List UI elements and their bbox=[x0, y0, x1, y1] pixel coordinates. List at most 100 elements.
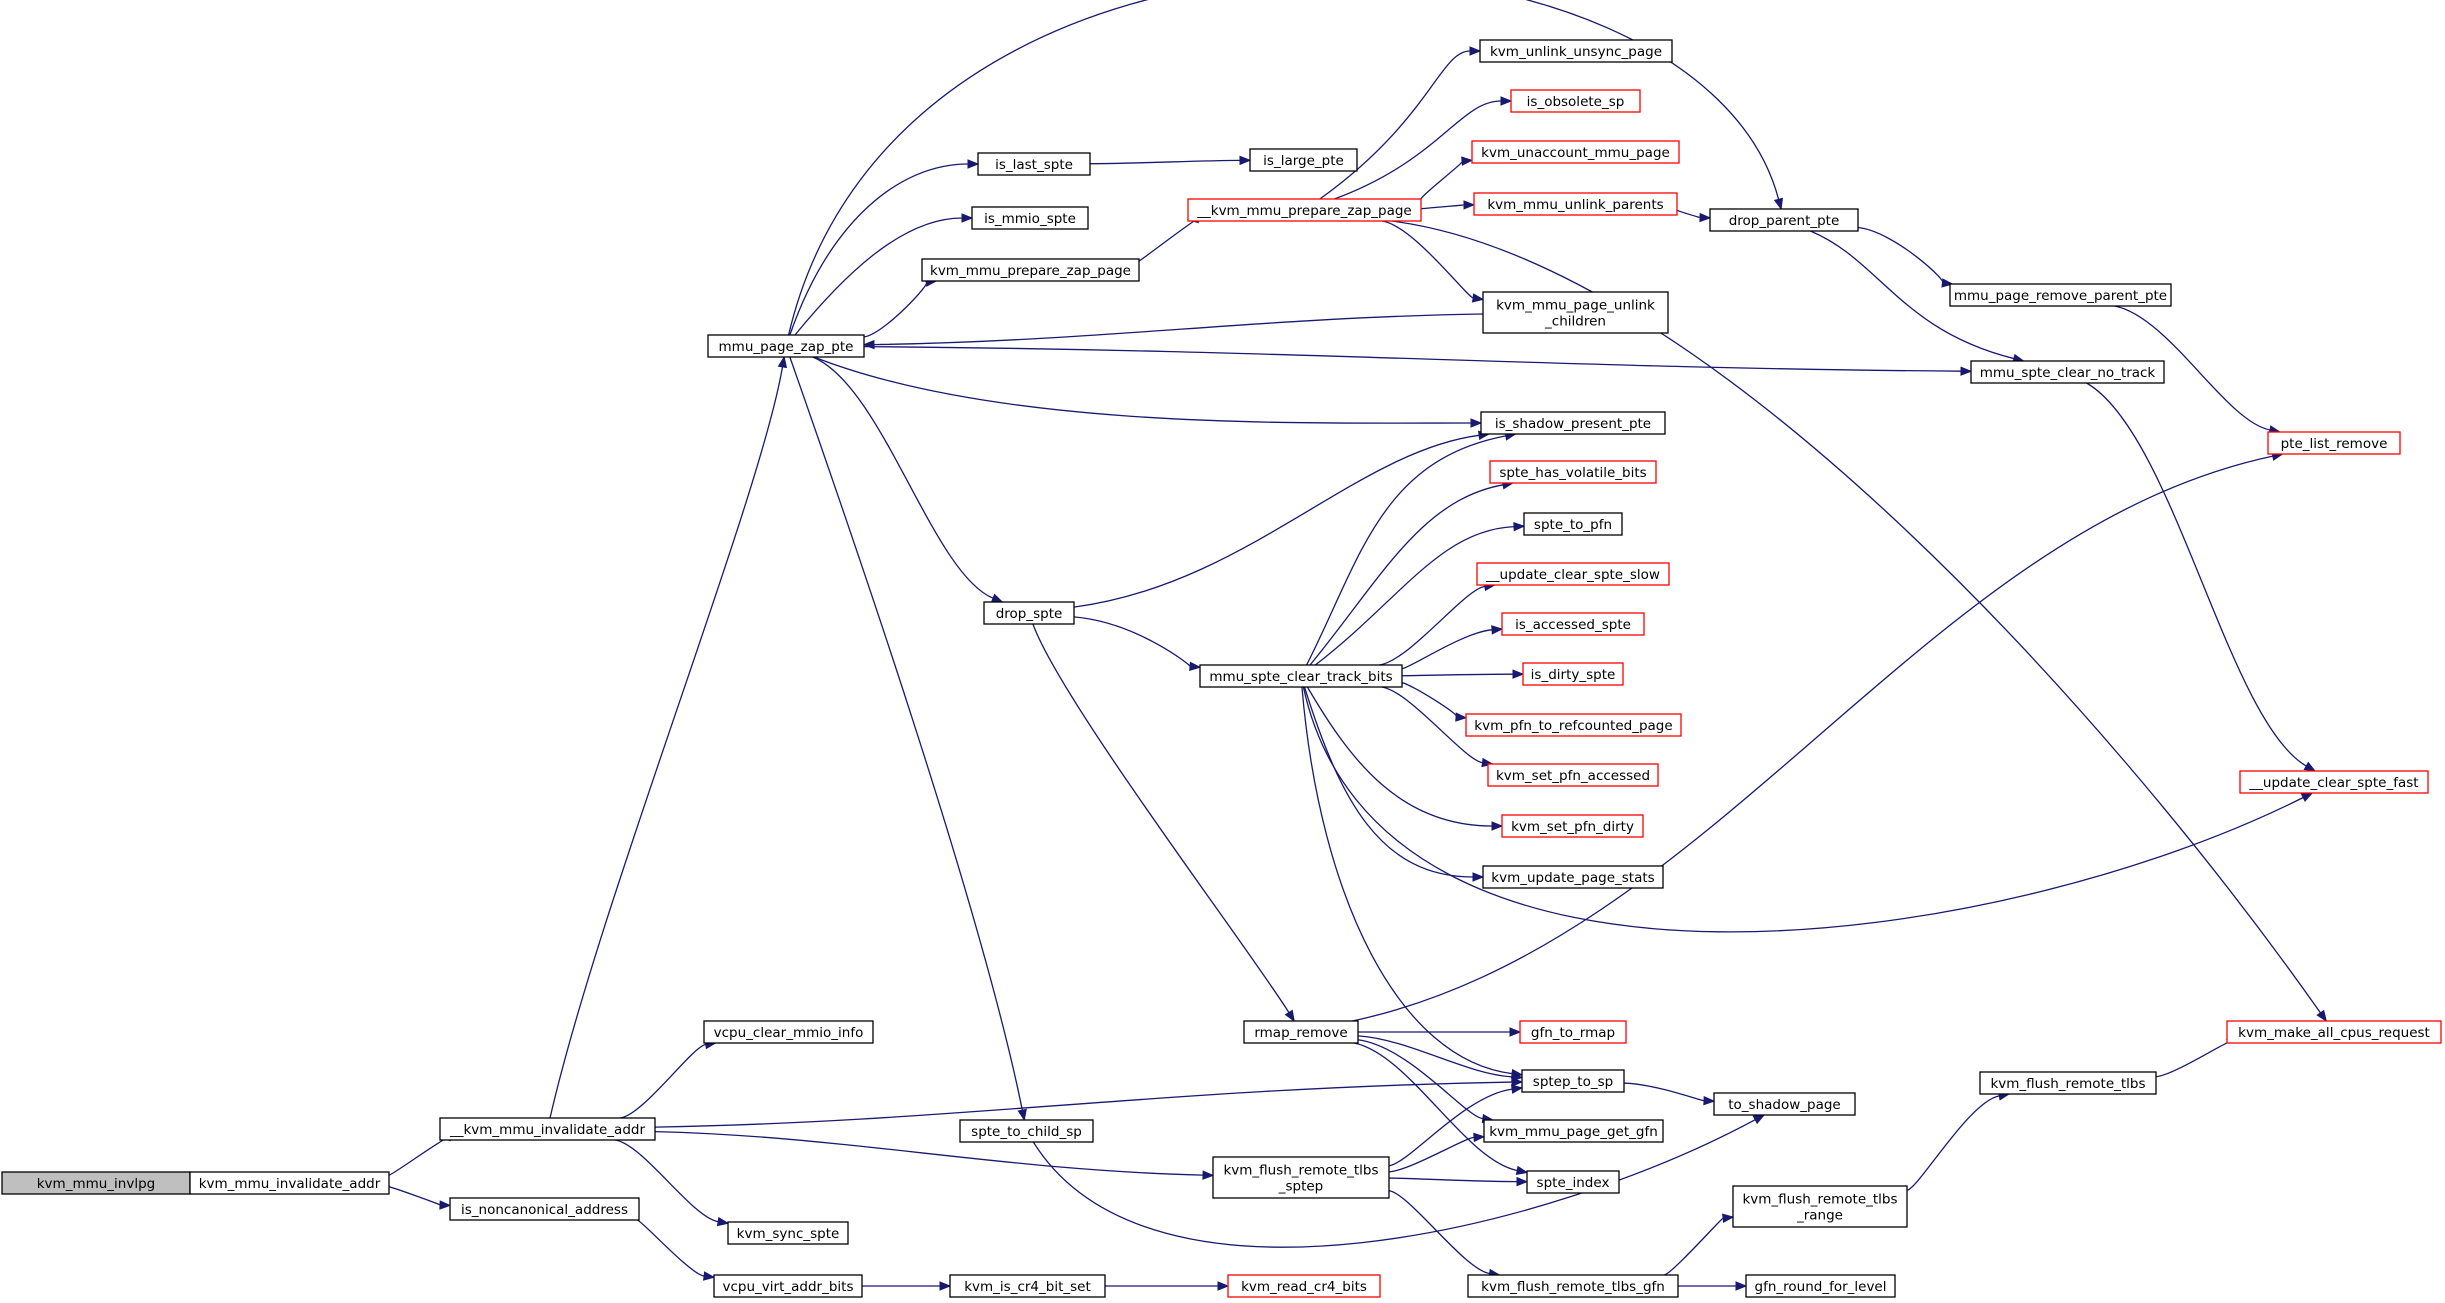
edge-line bbox=[1319, 50, 1471, 200]
node-kvm_flush_remote_tlbs_gfn[interactable]: kvm_flush_remote_tlbs_gfn bbox=[1467, 1274, 1679, 1298]
node-drop_parent_pte[interactable]: drop_parent_pte bbox=[1709, 208, 1859, 232]
arrowhead-icon bbox=[1217, 1281, 1230, 1291]
edge-line bbox=[1388, 1088, 1513, 1167]
node-spte_has_volatile_bits[interactable]: spte_has_volatile_bits bbox=[1489, 460, 1657, 484]
node-gfn_to_rmap[interactable]: gfn_to_rmap bbox=[1519, 1020, 1627, 1044]
arrowhead-icon bbox=[1515, 1165, 1529, 1176]
edge-mmu_page_zap_pte-to-kvm_mmu_prepare_zap_page bbox=[863, 277, 938, 338]
edge-mmu_page_zap_pte-to-is_last_spte bbox=[789, 159, 980, 336]
node-kvm_mmu_page_get_gfn[interactable]: kvm_mmu_page_get_gfn bbox=[1483, 1119, 1664, 1143]
edge-kvm_flush_remote_tlbs_sptep-to-sptep_to_sp bbox=[1388, 1084, 1524, 1167]
node-box bbox=[1479, 39, 1673, 63]
node-pte_list_remove[interactable]: pte_list_remove bbox=[2267, 431, 2401, 455]
node-is_large_pte[interactable]: is_large_pte bbox=[1249, 148, 1358, 172]
arrowhead-icon bbox=[2300, 792, 2314, 802]
node-__kvm_mmu_prepare_zap_page[interactable]: __kvm_mmu_prepare_zap_page bbox=[1187, 198, 1422, 222]
node-drop_spte[interactable]: drop_spte bbox=[983, 601, 1075, 625]
node-label: spte_index bbox=[1537, 1175, 1610, 1191]
arrowhead-icon bbox=[777, 355, 788, 369]
edge-line bbox=[1357, 1039, 1484, 1120]
edge-line bbox=[1301, 686, 1513, 1075]
edge-line bbox=[1810, 230, 2015, 360]
node-is_dirty_spte[interactable]: is_dirty_spte bbox=[1522, 662, 1624, 686]
node-__kvm_mmu_invalidate_addr[interactable]: __kvm_mmu_invalidate_addr bbox=[439, 1117, 656, 1141]
arrowhead-icon bbox=[961, 213, 974, 223]
edge-line bbox=[787, 0, 1780, 336]
node-label: drop_spte bbox=[996, 606, 1063, 622]
node-is_shadow_present_pte[interactable]: is_shadow_present_pte bbox=[1480, 411, 1666, 435]
node-label: kvm_unaccount_mmu_page bbox=[1481, 145, 1670, 161]
node-mmu_page_remove_parent_pte[interactable]: mmu_page_remove_parent_pte bbox=[1949, 283, 2172, 307]
edge-line bbox=[873, 313, 1484, 346]
edge-kvm_flush_remote_tlbs_sptep-to-spte_index bbox=[1388, 1176, 1529, 1187]
node-box bbox=[1476, 562, 1670, 586]
edge-line bbox=[1381, 686, 1483, 764]
node-sptep_to_sp[interactable]: sptep_to_sp bbox=[1521, 1069, 1625, 1093]
edge-drop_spte-to-rmap_remove bbox=[1032, 623, 1295, 1023]
node-vcpu_virt_addr_bits[interactable]: vcpu_virt_addr_bits bbox=[713, 1274, 863, 1298]
edge-vcpu_virt_addr_bits-to-kvm_is_cr4_bit_set bbox=[862, 1281, 952, 1291]
edge-line bbox=[789, 356, 1023, 1111]
node-gfn_round_for_level[interactable]: gfn_round_for_level bbox=[1745, 1274, 1896, 1298]
node-box bbox=[1480, 411, 1666, 435]
node-kvm_flush_remote_tlbs[interactable]: kvm_flush_remote_tlbs bbox=[1979, 1071, 2157, 1095]
node-box bbox=[713, 1274, 863, 1298]
node-kvm_set_pfn_dirty[interactable]: kvm_set_pfn_dirty bbox=[1501, 814, 1644, 838]
node-mmu_spte_clear_track_bits[interactable]: mmu_spte_clear_track_bits bbox=[1199, 664, 1403, 688]
node-kvm_flush_remote_tlbs_sptep[interactable]: kvm_flush_remote_tlbs_sptep bbox=[1212, 1156, 1390, 1199]
node-is_obsolete_sp[interactable]: is_obsolete_sp bbox=[1510, 89, 1641, 113]
node-box bbox=[1709, 208, 1859, 232]
node-kvm_unlink_unsync_page[interactable]: kvm_unlink_unsync_page bbox=[1479, 39, 1673, 63]
node-box bbox=[1473, 192, 1678, 216]
node-kvm_pfn_to_refcounted_page[interactable]: kvm_pfn_to_refcounted_page bbox=[1465, 713, 1682, 737]
node-is_mmio_spte[interactable]: is_mmio_spte bbox=[971, 206, 1089, 230]
edge-line bbox=[1357, 1035, 1513, 1078]
node-kvm_make_all_cpus_request[interactable]: kvm_make_all_cpus_request bbox=[2226, 1020, 2442, 1044]
node-box bbox=[1713, 1092, 1856, 1116]
node-kvm_mmu_invalidate_addr[interactable]: kvm_mmu_invalidate_addr bbox=[189, 1171, 390, 1195]
node-__update_clear_spte_slow[interactable]: __update_clear_spte_slow bbox=[1476, 562, 1670, 586]
node-to_shadow_page[interactable]: to_shadow_page bbox=[1713, 1092, 1856, 1116]
node-kvm_set_pfn_accessed[interactable]: kvm_set_pfn_accessed bbox=[1487, 763, 1659, 787]
node-kvm_flush_remote_tlbs_range[interactable]: kvm_flush_remote_tlbs_range bbox=[1732, 1185, 1908, 1228]
node-kvm_is_cr4_bit_set[interactable]: kvm_is_cr4_bit_set bbox=[949, 1274, 1106, 1298]
edge-line bbox=[1303, 686, 1474, 878]
node-is_noncanonical_address[interactable]: is_noncanonical_address bbox=[449, 1197, 640, 1221]
edge-line bbox=[1306, 435, 1506, 666]
node-kvm_update_page_stats[interactable]: kvm_update_page_stats bbox=[1482, 865, 1664, 889]
node-mmu_spte_clear_no_track[interactable]: mmu_spte_clear_no_track bbox=[1970, 360, 2165, 384]
edge-__kvm_mmu_prepare_zap_page-to-is_obsolete_sp bbox=[1334, 96, 1513, 200]
node-kvm_mmu_unlink_parents[interactable]: kvm_mmu_unlink_parents bbox=[1473, 192, 1678, 216]
node-rmap_remove[interactable]: rmap_remove bbox=[1243, 1020, 1359, 1044]
edge-sptep_to_sp-to-to_shadow_page bbox=[1623, 1082, 1716, 1106]
node-spte_to_child_sp[interactable]: spte_to_child_sp bbox=[959, 1119, 1094, 1143]
node-vcpu_clear_mmio_info[interactable]: vcpu_clear_mmio_info bbox=[703, 1020, 874, 1044]
edge-line bbox=[1623, 1082, 1705, 1102]
node-is_last_spte[interactable]: is_last_spte bbox=[977, 152, 1091, 176]
node-spte_to_pfn[interactable]: spte_to_pfn bbox=[1523, 512, 1623, 536]
node-label: spte_to_child_sp bbox=[971, 1124, 1082, 1140]
node-spte_index[interactable]: spte_index bbox=[1526, 1170, 1620, 1194]
node-mmu_page_zap_pte[interactable]: mmu_page_zap_pte bbox=[707, 334, 865, 358]
node-kvm_read_cr4_bits[interactable]: kvm_read_cr4_bits bbox=[1227, 1274, 1381, 1298]
node-box bbox=[1243, 1020, 1359, 1044]
node-kvm_unaccount_mmu_page[interactable]: kvm_unaccount_mmu_page bbox=[1471, 140, 1680, 164]
node-label: kvm_set_pfn_dirty bbox=[1511, 819, 1634, 835]
arrowhead-icon bbox=[1491, 625, 1504, 635]
node-box bbox=[1227, 1274, 1381, 1298]
node-__update_clear_spte_fast[interactable]: __update_clear_spte_fast bbox=[2239, 770, 2429, 794]
node-is_accessed_spte[interactable]: is_accessed_spte bbox=[1501, 612, 1645, 636]
edge-mmu_spte_clear_track_bits-to-kvm_set_pfn_dirty bbox=[1306, 686, 1504, 831]
node-kvm_mmu_prepare_zap_page[interactable]: kvm_mmu_prepare_zap_page bbox=[921, 258, 1140, 282]
node-kvm_sync_spte[interactable]: kvm_sync_spte bbox=[727, 1221, 849, 1245]
node-label: spte_has_volatile_bits bbox=[1499, 465, 1646, 481]
node-box bbox=[977, 152, 1091, 176]
node-box bbox=[1467, 1274, 1679, 1298]
node-kvm_mmu_page_unlink_children[interactable]: kvm_mmu_page_unlink_children bbox=[1482, 291, 1669, 334]
node-kvm_mmu_invlpg[interactable]: kvm_mmu_invlpg bbox=[1, 1171, 191, 1195]
node-box bbox=[1745, 1274, 1896, 1298]
arrowhead-icon bbox=[1471, 293, 1485, 303]
node-box bbox=[971, 206, 1089, 230]
edge-line bbox=[654, 1081, 1513, 1128]
